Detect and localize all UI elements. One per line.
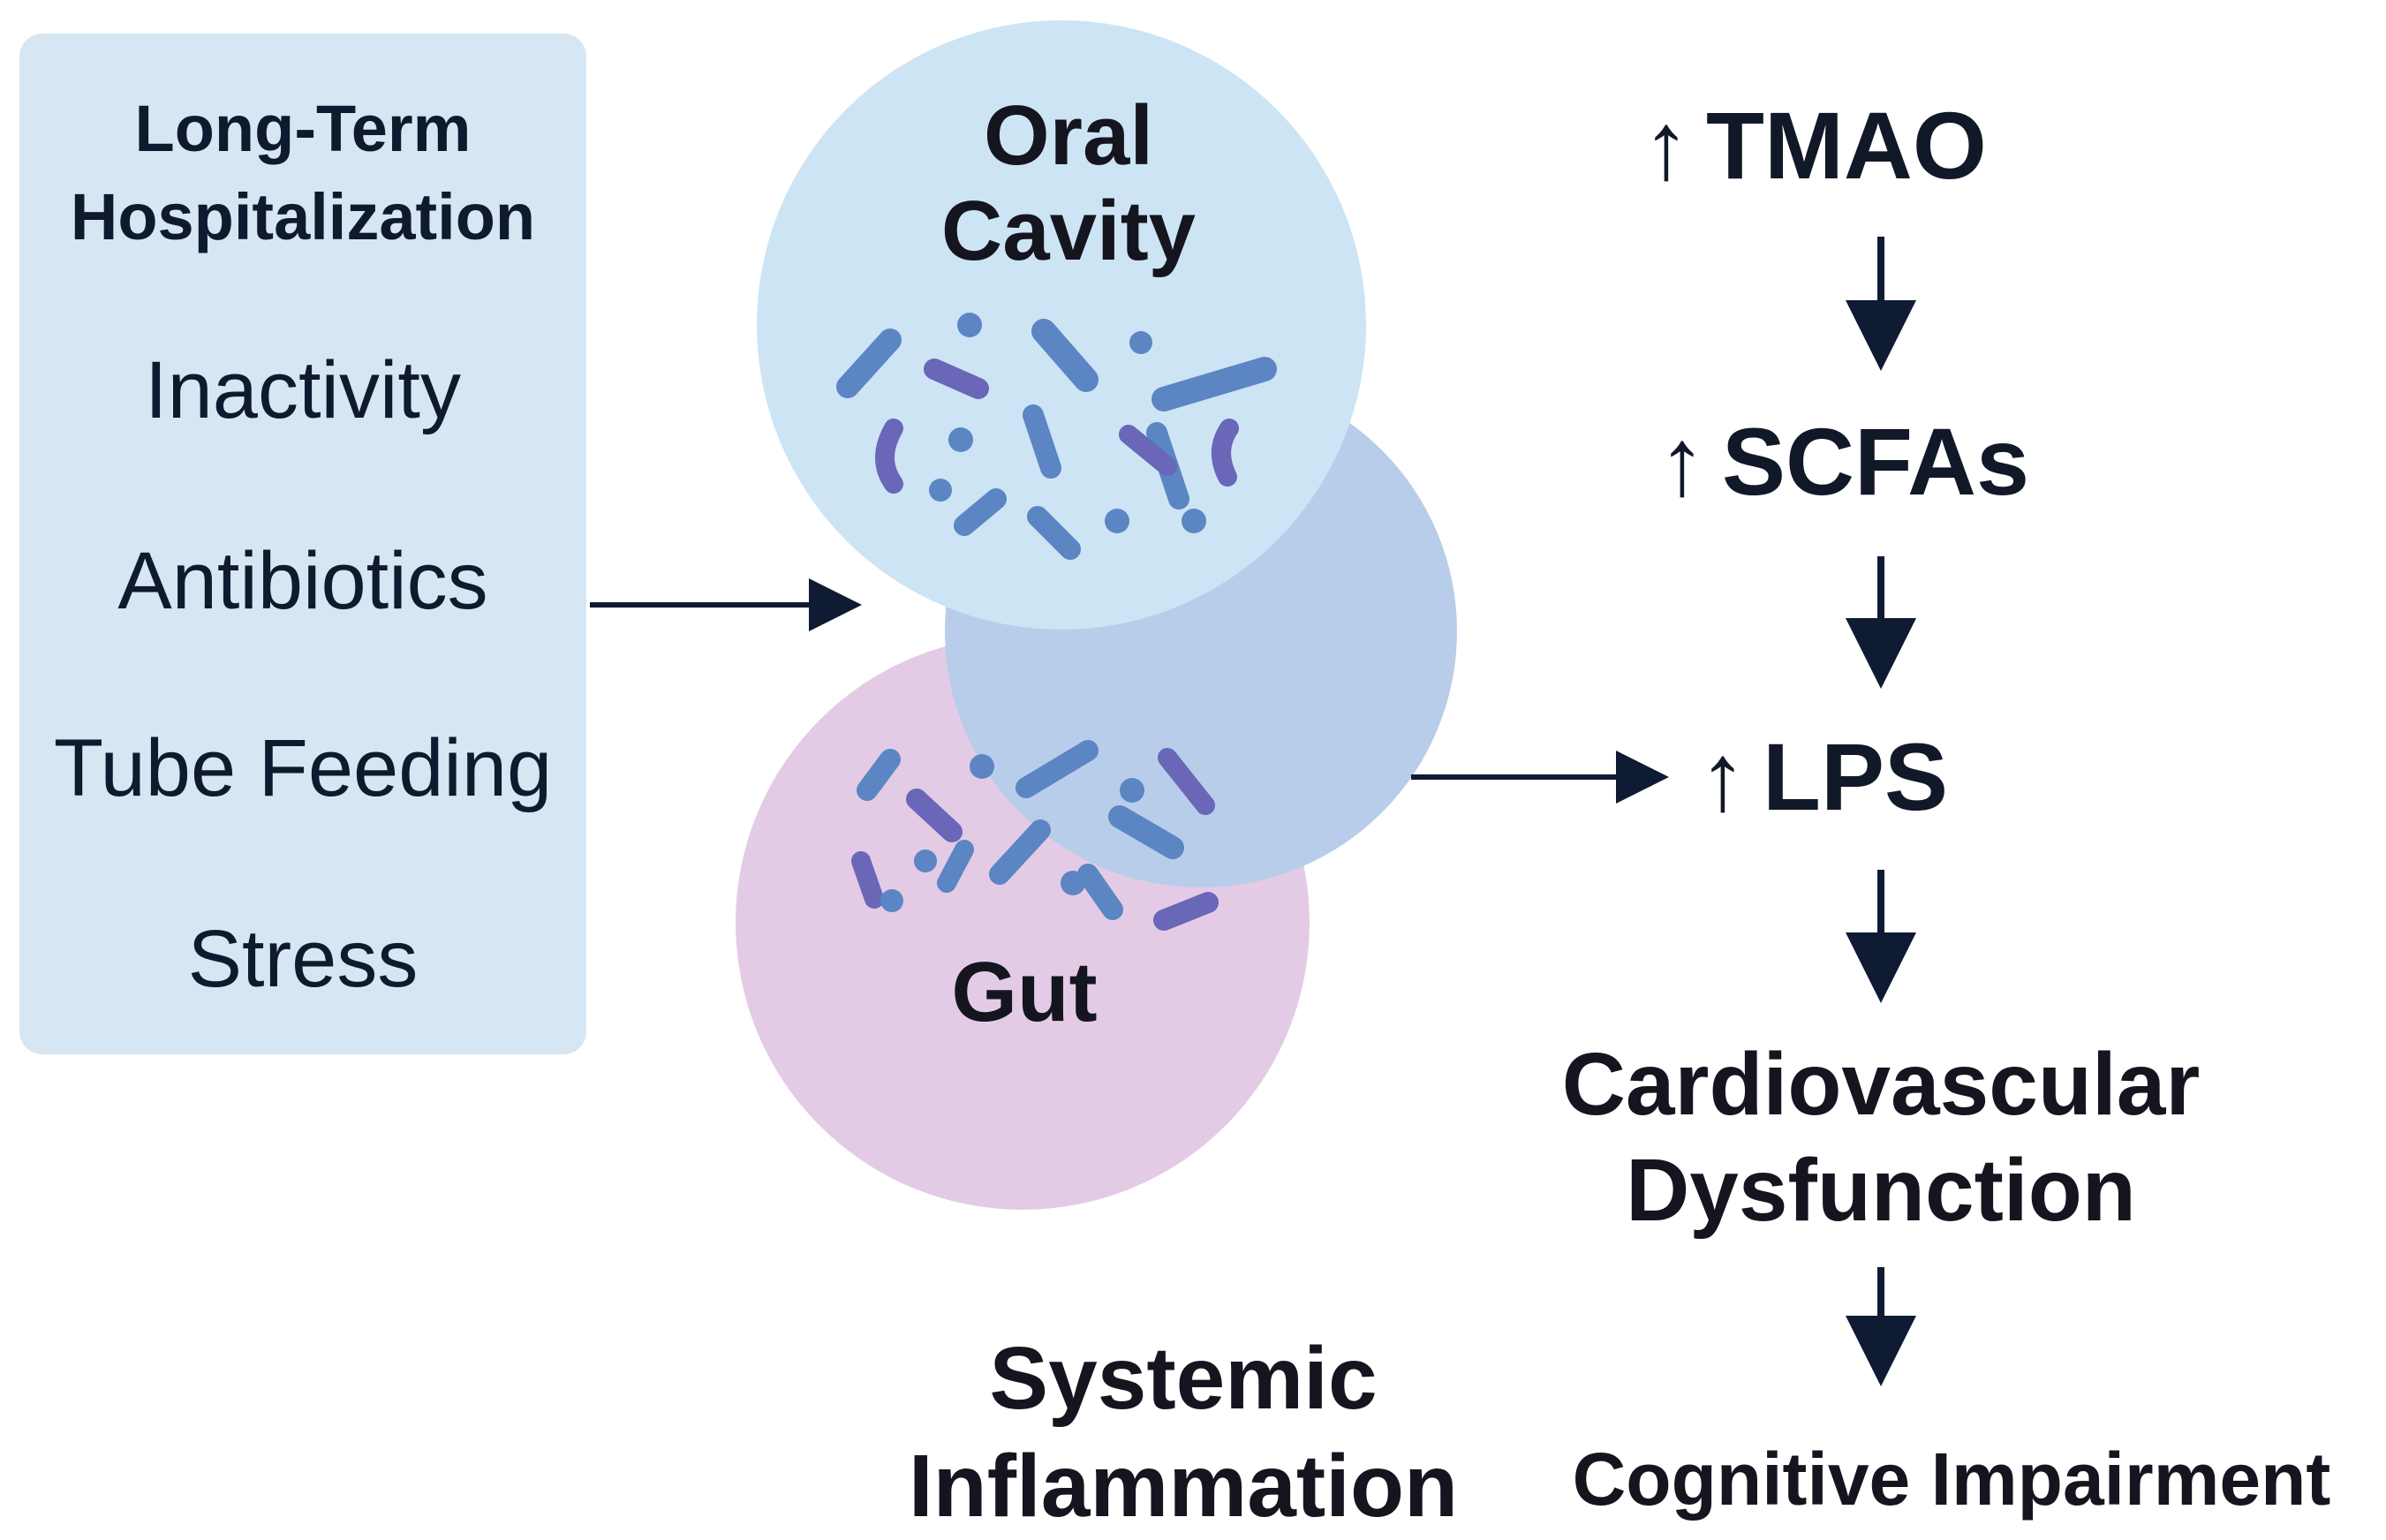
oral-bacteria-icon xyxy=(836,313,1277,560)
tmao-up-arrow-icon: ↑ xyxy=(1642,92,1690,199)
cognitive-impairment-label: Cognitive Impairment xyxy=(1572,1438,2331,1521)
scfas-label: ↑SCFAs xyxy=(1658,404,2029,519)
factor-antibiotics: Antibiotics xyxy=(117,536,488,626)
factor-tube-feeding: Tube Feeding xyxy=(53,723,553,813)
scfas-up-arrow-icon: ↑ xyxy=(1658,408,1706,515)
tmao-label: ↑TMAO xyxy=(1642,88,1987,203)
lps-label: ↑LPS xyxy=(1699,720,1948,834)
factor-inactivity: Inactivity xyxy=(145,345,461,435)
factor-long-term-hospitalization: Long-Term Hospitalization xyxy=(70,92,536,253)
oral-cavity-circle xyxy=(757,20,1366,630)
risk-factors-box: Long-Term Hospitalization Inactivity Ant… xyxy=(19,34,586,1054)
systemic-inflammation-label: Systemic Inflammation xyxy=(908,1329,1459,1536)
tmao-text: TMAO xyxy=(1706,92,1987,199)
factor-stress: Stress xyxy=(187,914,419,1004)
lps-text: LPS xyxy=(1763,723,1949,830)
lps-up-arrow-icon: ↑ xyxy=(1699,723,1747,830)
gut-bacteria-icon xyxy=(851,740,1219,931)
oral-cavity-label: Oral Cavity xyxy=(940,88,1197,278)
cardiovascular-dysfunction-label: Cardiovascular Dysfunction xyxy=(1561,1035,2201,1240)
scfas-text: SCFAs xyxy=(1722,408,2030,515)
gut-label: Gut xyxy=(951,945,1098,1039)
